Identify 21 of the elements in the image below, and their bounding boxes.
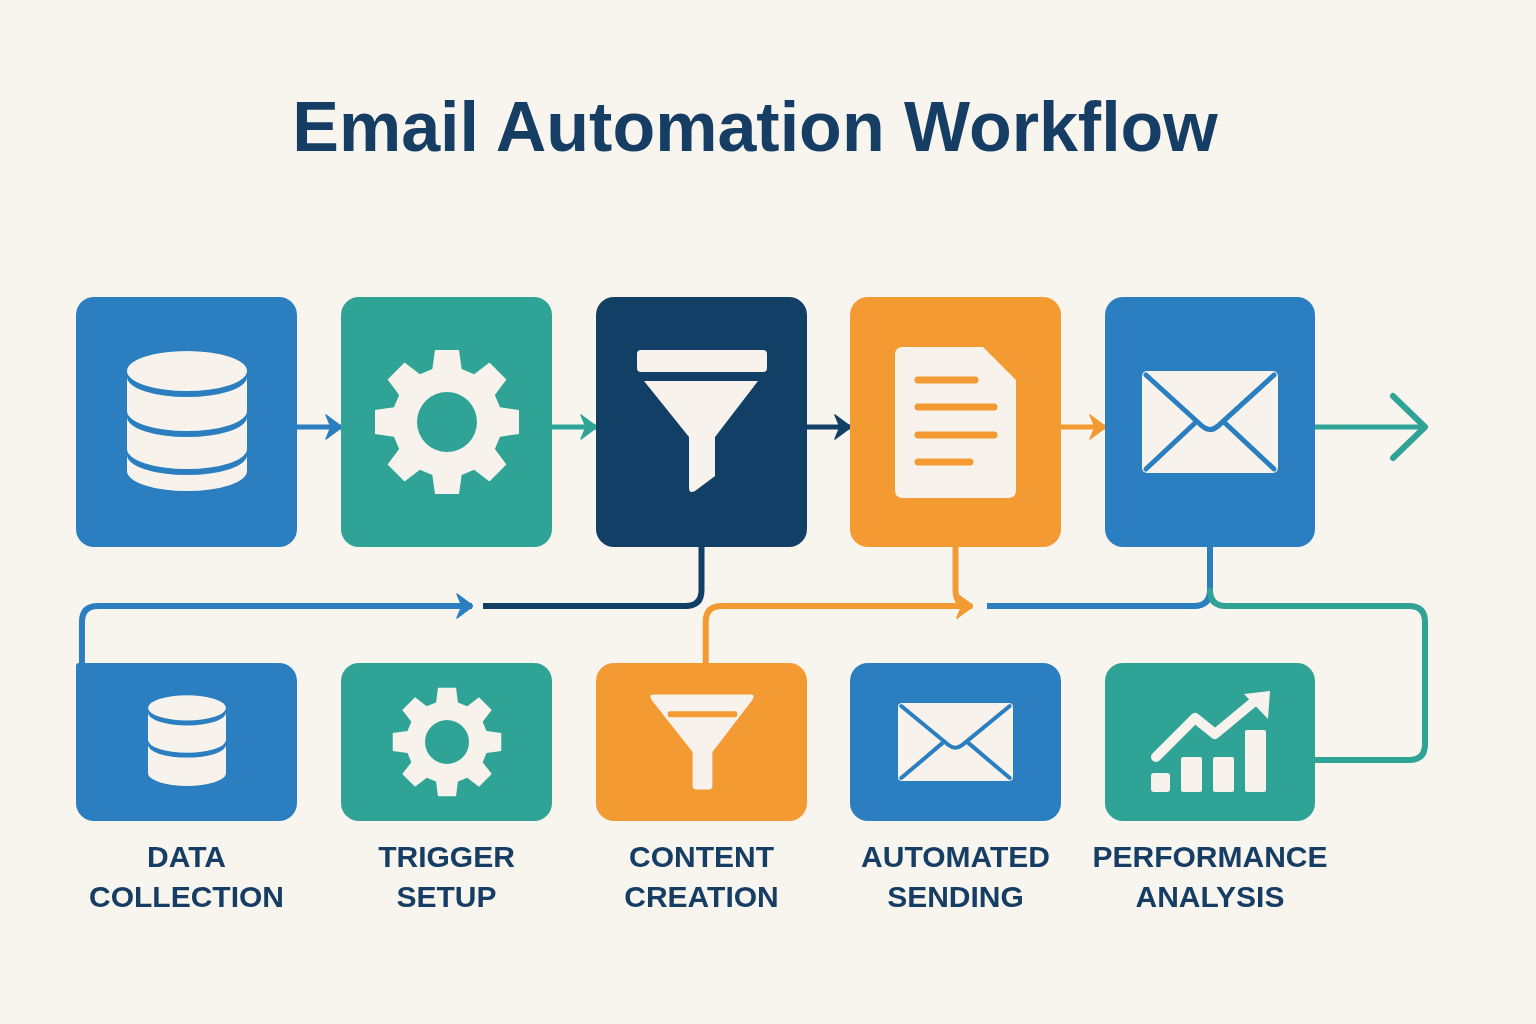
step-label: CONTENT CREATION bbox=[624, 839, 779, 915]
step-label: PERFORMANCE ANALYSIS bbox=[1092, 839, 1328, 915]
arrow bbox=[1315, 393, 1428, 461]
step-label: TRIGGER SETUP bbox=[378, 839, 515, 915]
step-box bbox=[76, 297, 297, 547]
arrow bbox=[552, 414, 598, 440]
connector-line bbox=[483, 547, 705, 609]
arrow bbox=[807, 414, 852, 440]
arrow bbox=[78, 593, 474, 663]
arrow bbox=[952, 547, 975, 619]
step-label: AUTOMATED SENDING bbox=[861, 839, 1050, 915]
step-box bbox=[1105, 297, 1315, 547]
step-box bbox=[596, 297, 807, 547]
step-box bbox=[850, 297, 1061, 547]
arrow bbox=[297, 414, 343, 440]
step-box bbox=[341, 297, 552, 547]
connector-line bbox=[1207, 587, 1428, 763]
step-label: DATA COLLECTION bbox=[89, 839, 284, 915]
title: Email Automation Workflow bbox=[292, 92, 1218, 162]
connector-line bbox=[1207, 547, 1213, 588]
arrow bbox=[1061, 414, 1107, 440]
